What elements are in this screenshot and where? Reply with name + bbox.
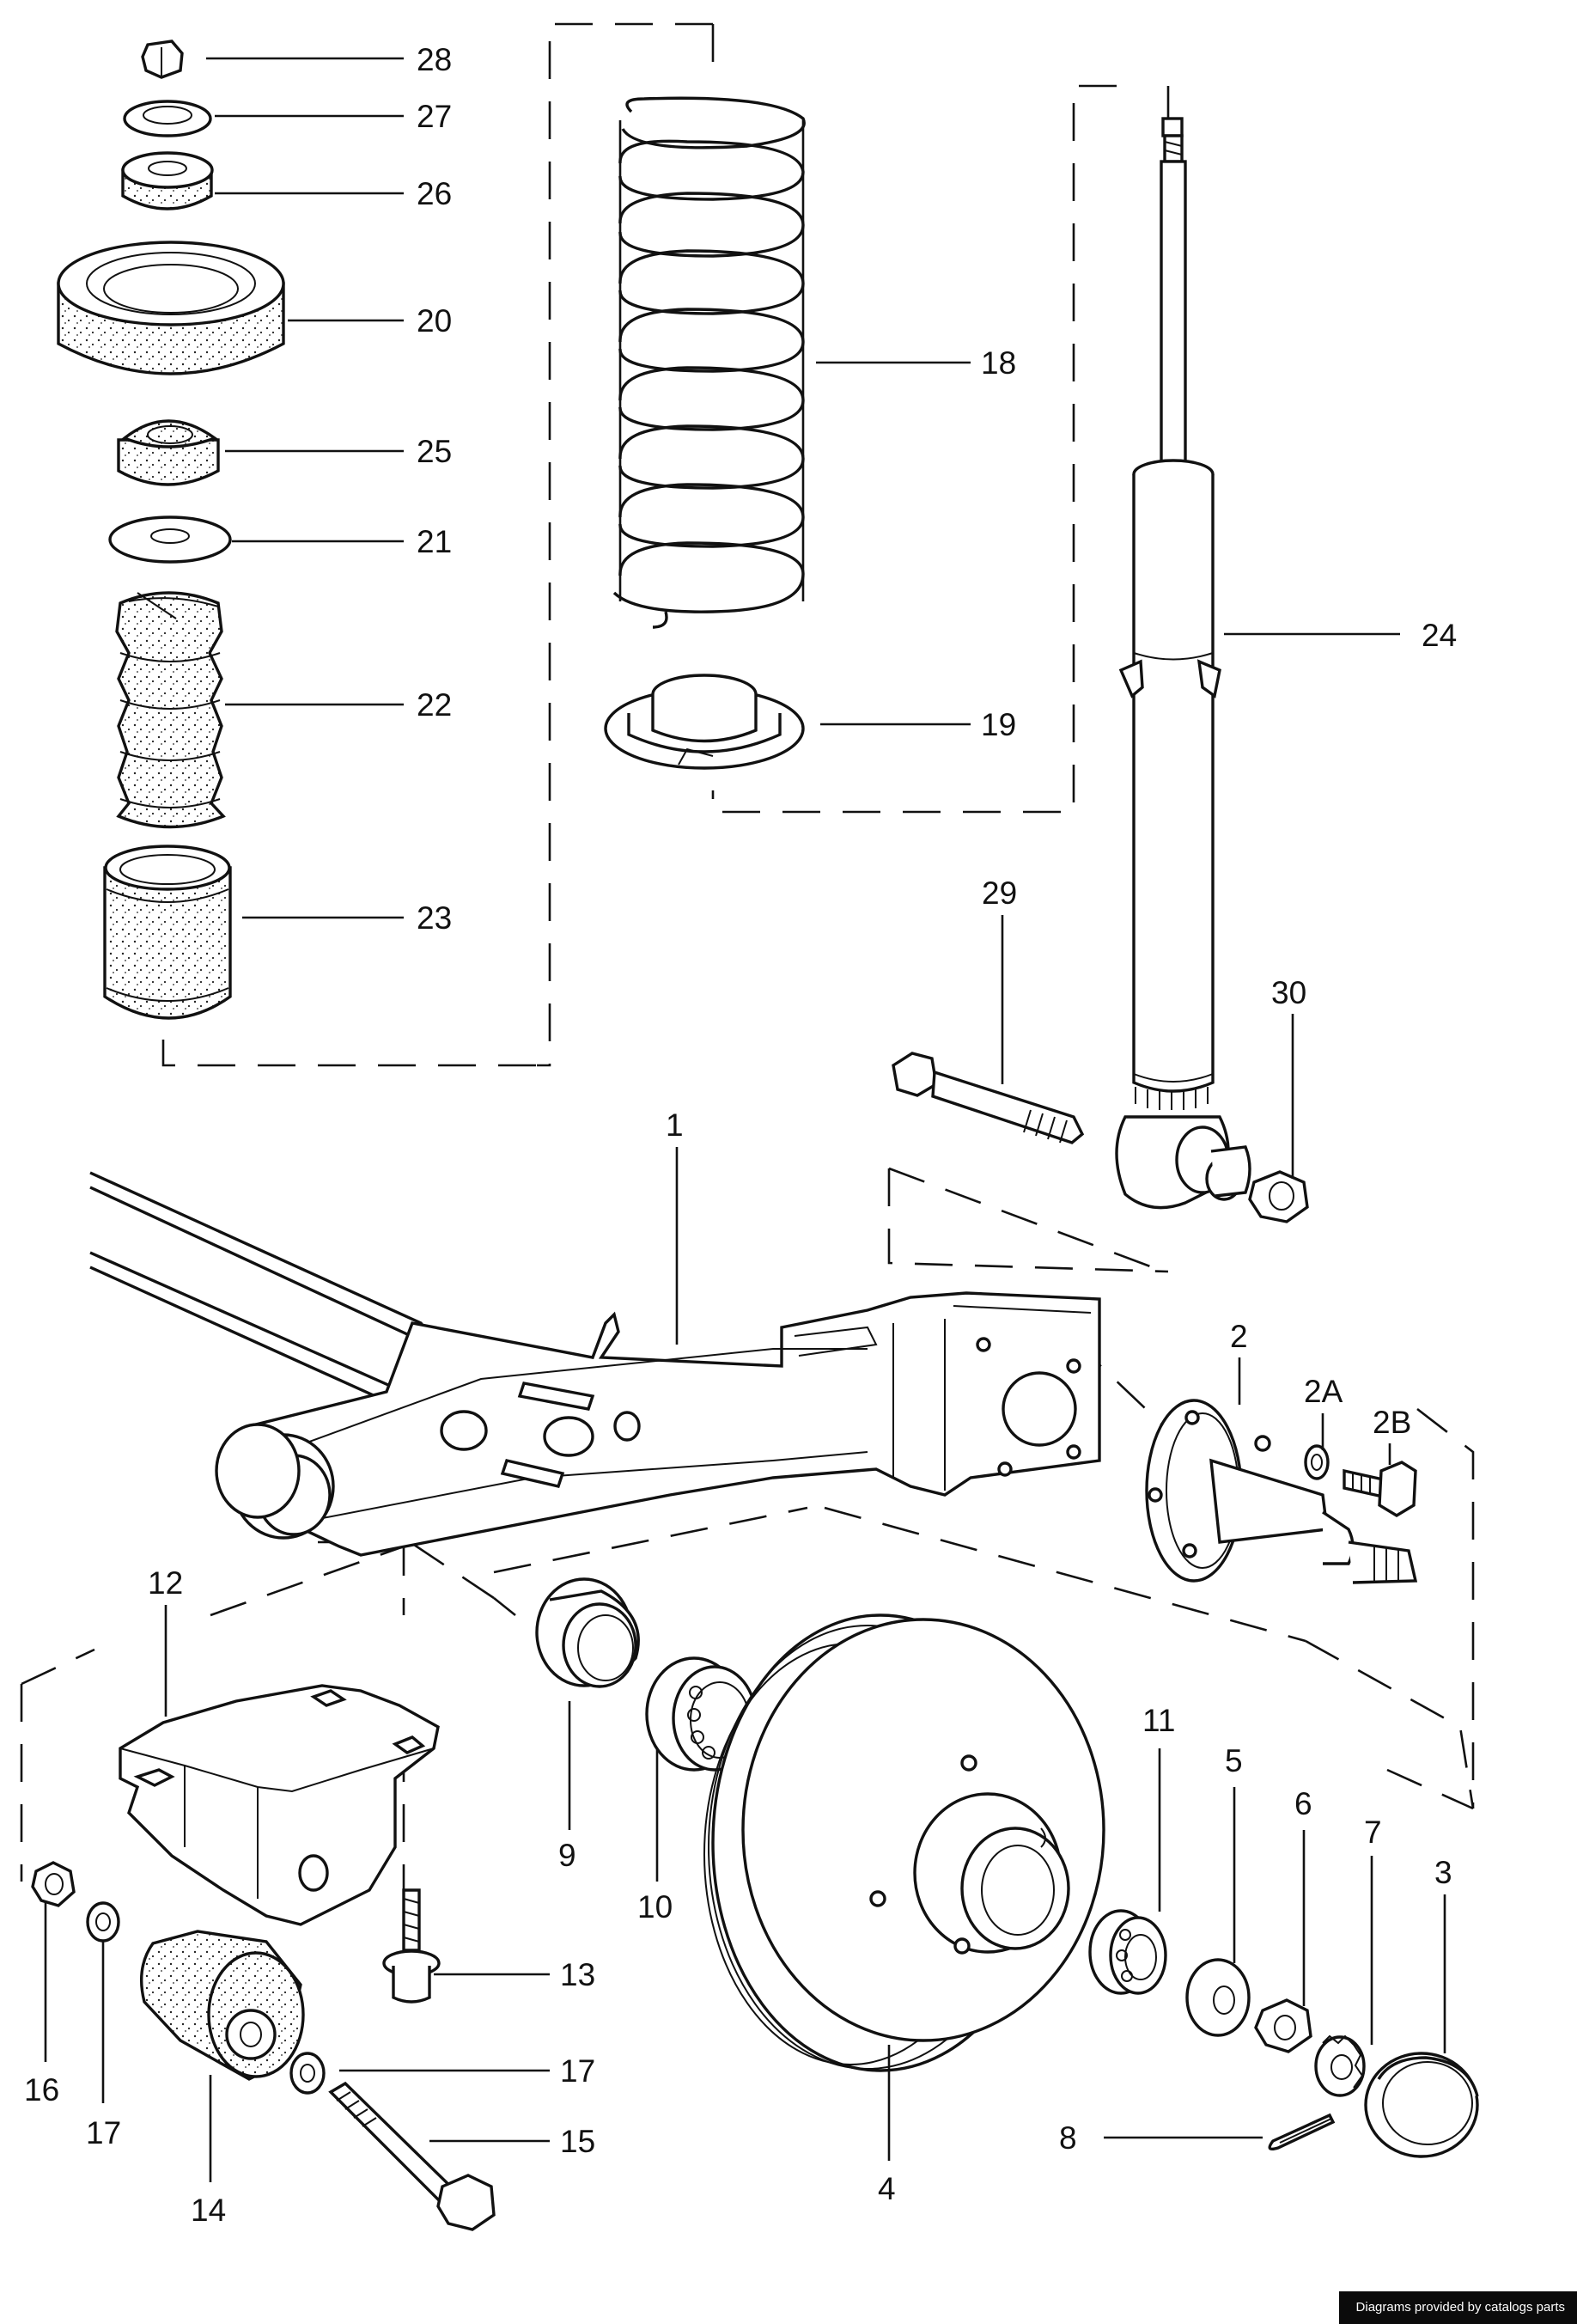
callout-12: 12 — [148, 1565, 183, 1601]
callout-2A: 2A — [1304, 1374, 1343, 1409]
callout-8: 8 — [1059, 2120, 1077, 2156]
bolt-29 — [892, 1052, 1085, 1144]
callout-19: 19 — [981, 707, 1016, 742]
grease-cap-3 — [1364, 2052, 1479, 2158]
callout-9: 9 — [558, 1838, 576, 1873]
washer-2A — [1304, 1444, 1330, 1480]
callout-labels: 28 27 26 20 25 21 22 23 18 19 24 29 30 1… — [24, 42, 1457, 2228]
shock-absorber-24 — [1115, 117, 1251, 1210]
callout-30: 30 — [1271, 975, 1306, 1010]
bolt-2B — [1343, 1461, 1417, 1517]
coil-spring-18 — [612, 96, 806, 629]
callout-1: 1 — [666, 1107, 684, 1143]
nut-16 — [31, 1861, 76, 1907]
callout-21: 21 — [417, 524, 452, 559]
callout-26: 26 — [417, 176, 452, 211]
washer-17-right — [289, 2052, 326, 2095]
callout-5: 5 — [1225, 1743, 1243, 1778]
callout-13: 13 — [560, 1957, 595, 1992]
washer-17-left — [86, 1901, 120, 1943]
brake-drum-4 — [703, 1613, 1105, 2072]
callout-23: 23 — [417, 900, 452, 936]
callout-25: 25 — [417, 434, 452, 469]
washer-27 — [123, 100, 212, 137]
bushing-26 — [121, 151, 214, 210]
callout-27: 27 — [417, 99, 452, 134]
hex-nut-6 — [1254, 1998, 1312, 2053]
stub-axle-2 — [1145, 1399, 1418, 1584]
spring-seat-19 — [604, 674, 805, 770]
thrust-washer-5 — [1185, 1958, 1251, 2037]
callout-4: 4 — [878, 2171, 896, 2206]
callout-6: 6 — [1294, 1786, 1312, 1821]
callout-16: 16 — [24, 2072, 59, 2107]
bolt-13 — [382, 1888, 441, 2004]
axle-beam-1 — [89, 1171, 1101, 1557]
callout-22: 22 — [417, 687, 452, 723]
bearing-11 — [1088, 1909, 1167, 1995]
callout-29: 29 — [982, 875, 1017, 911]
leader-lines — [44, 57, 1446, 2182]
nut-30 — [1248, 1170, 1309, 1223]
bushing-25 — [117, 419, 220, 486]
callout-7: 7 — [1364, 1815, 1382, 1850]
callout-11: 11 — [1142, 1703, 1175, 1738]
rubber-mount-20 — [57, 241, 285, 375]
callout-24: 24 — [1422, 618, 1457, 653]
callout-15: 15 — [560, 2124, 595, 2159]
callout-17-left: 17 — [86, 2115, 121, 2150]
callout-17-right: 17 — [560, 2053, 595, 2089]
seal-9 — [535, 1577, 640, 1688]
lock-ring-7 — [1314, 2034, 1366, 2097]
nut-28 — [141, 40, 184, 79]
catalog-credit-badge: Diagrams provided by catalogs parts — [1338, 2291, 1577, 2324]
callout-28: 28 — [417, 42, 452, 77]
callout-18: 18 — [981, 345, 1016, 381]
cotter-pin-8 — [1268, 2113, 1336, 2151]
bump-stop-22 — [115, 591, 226, 829]
callout-3: 3 — [1434, 1855, 1452, 1890]
protective-cap-23 — [103, 845, 232, 1020]
callout-2: 2 — [1230, 1319, 1248, 1354]
washer-21 — [108, 515, 232, 564]
bracket-12 — [119, 1684, 440, 1926]
callout-14: 14 — [191, 2193, 226, 2228]
callout-20: 20 — [417, 303, 452, 339]
bushing-14 — [139, 1930, 305, 2081]
bolt-15 — [328, 2081, 496, 2231]
callout-2B: 2B — [1373, 1405, 1411, 1440]
callout-10: 10 — [637, 1889, 673, 1924]
